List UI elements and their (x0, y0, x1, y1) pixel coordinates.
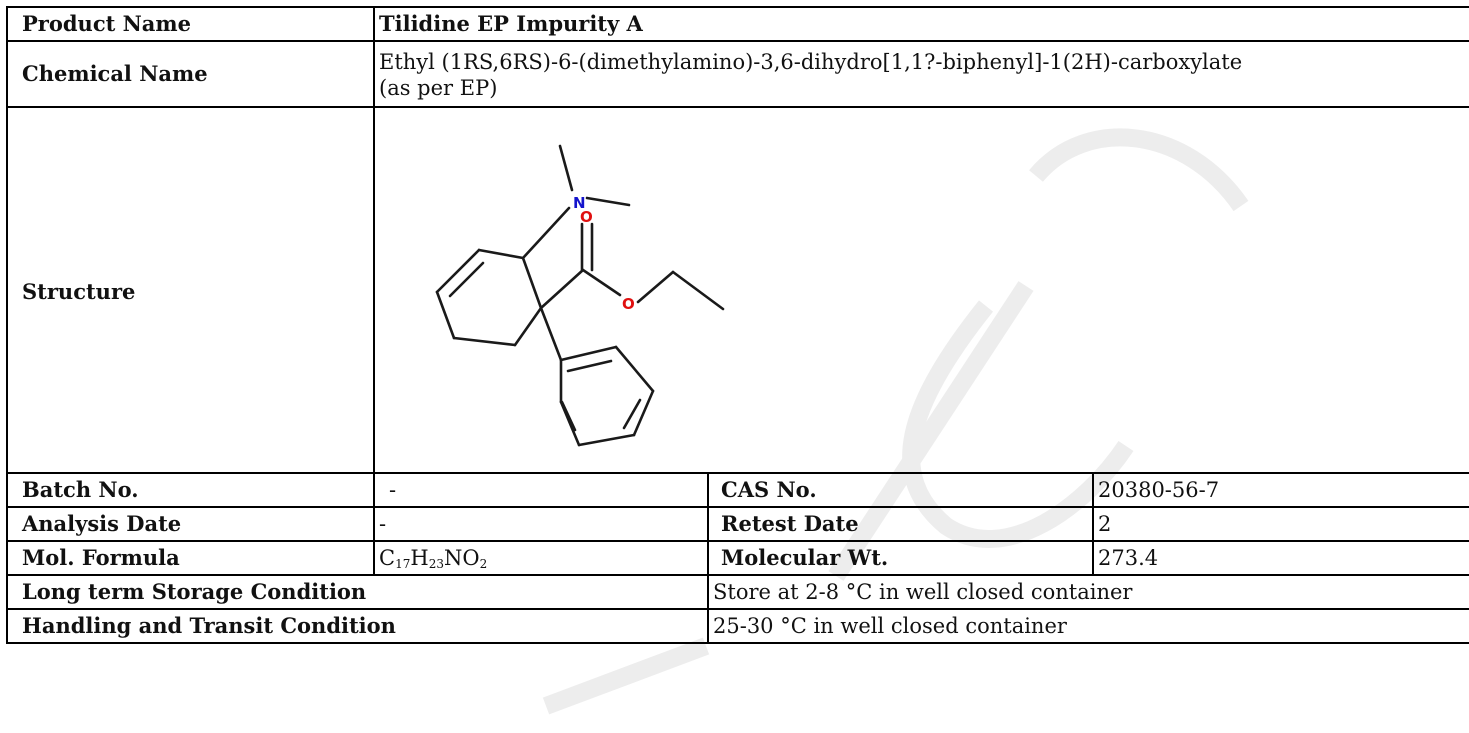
bond (539, 268, 585, 310)
cas-no-value: 20380-56-7 (1092, 472, 1469, 508)
batch-no-value: - (373, 472, 709, 508)
bond (581, 268, 622, 297)
bond (448, 261, 485, 298)
mol-formula-value: C17H23NO2 (373, 540, 709, 576)
bond (614, 345, 655, 393)
coa-table: Product Name Tilidine EP Impurity A Chem… (6, 6, 1469, 644)
carbonyl-oxygen-label: O (580, 208, 593, 226)
bond (558, 144, 574, 192)
bond (566, 359, 613, 373)
row-handling: Handling and Transit Condition 25-30 °C … (6, 608, 1469, 644)
bond (632, 389, 655, 437)
bond (636, 270, 675, 304)
handling-condition-value: 25-30 °C in well closed container (707, 608, 1469, 644)
formula-h: H (410, 546, 429, 570)
row-storage: Long term Storage Condition Store at 2-8… (6, 574, 1469, 610)
nitrogen-atom-label: N (573, 194, 586, 212)
formula-o-count: 2 (479, 557, 488, 571)
product-name-label: Product Name (6, 6, 375, 42)
row-chemical-name: Chemical Name Ethyl (1RS,6RS)-6-(dimethy… (6, 40, 1469, 108)
watermark-stroke (542, 637, 710, 715)
formula-h-count: 23 (428, 557, 444, 571)
retest-date-value: 2 (1092, 506, 1469, 542)
coa-sheet: Product Name Tilidine EP Impurity A Chem… (6, 6, 1469, 733)
bond (452, 336, 517, 347)
storage-condition-value: Store at 2-8 °C in well closed container (707, 574, 1469, 610)
chemical-name-line2: (as per EP) (379, 76, 498, 100)
retest-date-label: Retest Date (707, 506, 1094, 542)
handling-condition-label: Handling and Transit Condition (6, 608, 709, 644)
chemical-name-line1: Ethyl (1RS,6RS)-6-(dimethylamino)-3,6-di… (379, 50, 1243, 74)
row-formula: Mol. Formula C17H23NO2 Molecular Wt. 273… (6, 540, 1469, 576)
row-product-name: Product Name Tilidine EP Impurity A (6, 6, 1469, 42)
bond (559, 345, 618, 362)
chemical-name-value: Ethyl (1RS,6RS)-6-(dimethylamino)-3,6-di… (373, 40, 1469, 108)
bond (435, 290, 456, 340)
formula-c-count: 17 (395, 557, 411, 571)
analysis-date-value: - (373, 506, 709, 542)
cas-no-label: CAS No. (707, 472, 1094, 508)
bond (622, 398, 642, 430)
molecular-wt-value: 273.4 (1092, 540, 1469, 576)
row-analysis: Analysis Date - Retest Date 2 (6, 506, 1469, 542)
bond (539, 306, 563, 362)
product-name-value: Tilidine EP Impurity A (373, 6, 1469, 42)
molecular-wt-label: Molecular Wt. (707, 540, 1094, 576)
bond (560, 400, 577, 432)
bond (513, 306, 543, 347)
formula-c: C (379, 546, 396, 570)
structure-label: Structure (6, 106, 375, 474)
bond (477, 248, 525, 260)
bond (585, 196, 631, 207)
chemical-name-label: Chemical Name (6, 40, 375, 108)
bond (521, 206, 571, 260)
molecule-structure-image: N O O (435, 144, 725, 447)
bond (577, 433, 636, 447)
batch-no-label: Batch No. (6, 472, 375, 508)
row-batch: Batch No. - CAS No. 20380-56-7 (6, 472, 1469, 508)
formula-no: NO (443, 546, 480, 570)
row-structure: Structure (6, 106, 1469, 474)
bond (521, 256, 543, 310)
analysis-date-label: Analysis Date (6, 506, 375, 542)
storage-condition-label: Long term Storage Condition (6, 574, 709, 610)
bond (435, 248, 481, 294)
ester-oxygen-label: O (622, 295, 635, 313)
bond (671, 270, 725, 311)
mol-formula-label: Mol. Formula (6, 540, 375, 576)
structure-cell: N O O (373, 106, 1469, 474)
